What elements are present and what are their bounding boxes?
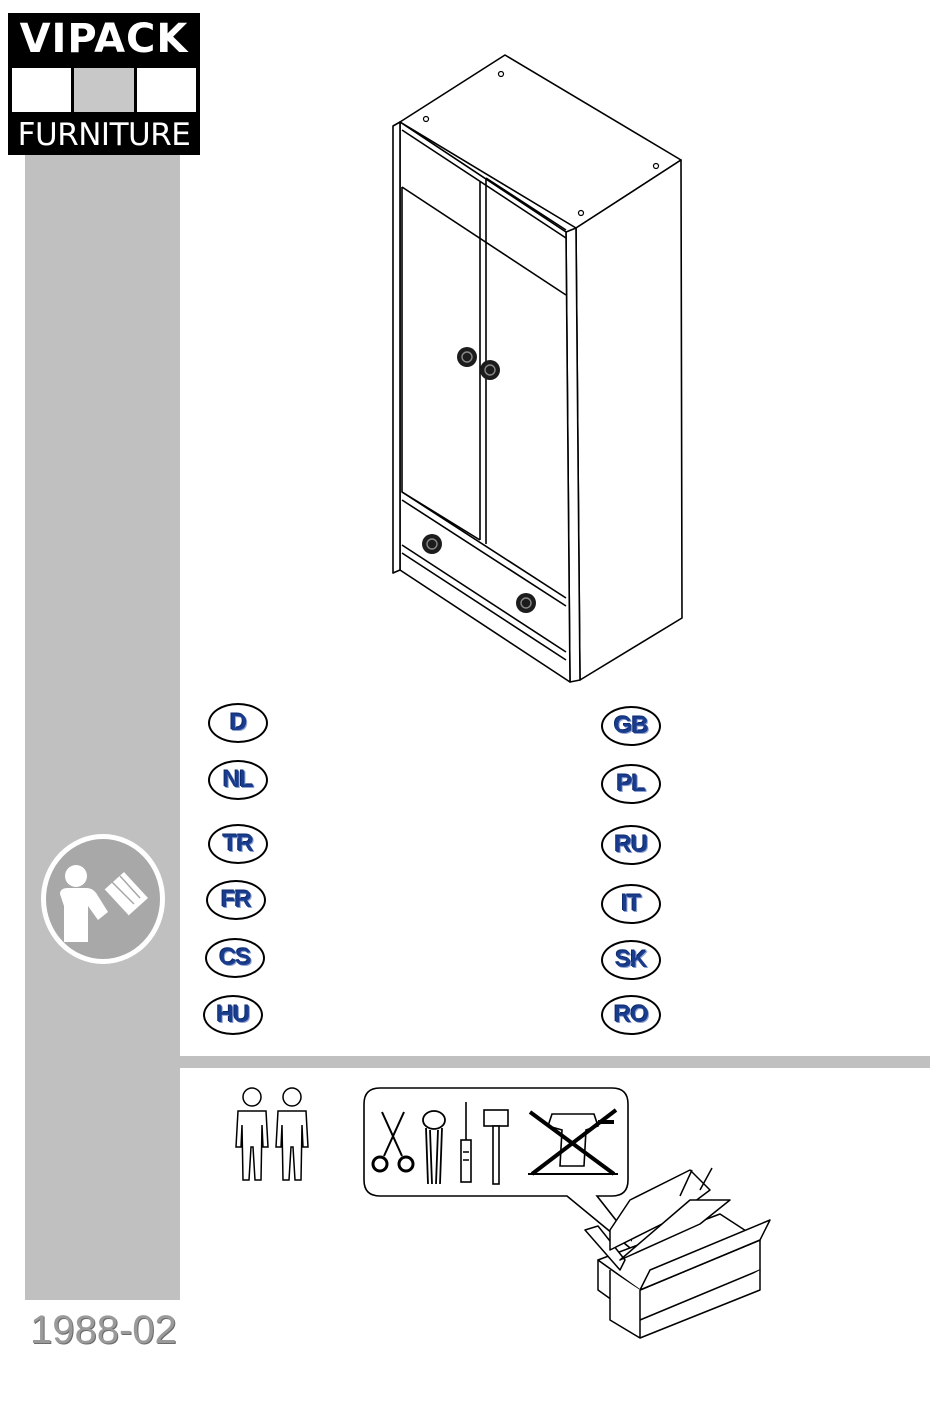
language-badge-fr: FR: [206, 880, 266, 920]
vipack-logo: VIPACK FURNITURE: [8, 13, 200, 155]
language-badge-ro: RO: [601, 995, 661, 1035]
language-badge-hu: HU: [203, 995, 263, 1035]
language-badge-ru: RU: [601, 825, 661, 865]
language-badge-nl: NL: [208, 760, 268, 800]
logo-brand-name: VIPACK: [20, 19, 189, 59]
logo-subtitle: FURNITURE: [18, 120, 191, 151]
toolbox-icon: [580, 1160, 780, 1350]
language-badge-tr: TR: [208, 824, 268, 864]
language-badge-gb: GB: [601, 706, 661, 746]
wardrobe-drawing: [380, 50, 700, 690]
language-badge-de: D: [208, 703, 268, 743]
section-divider: [25, 1056, 930, 1068]
document-code: 1988-02: [30, 1308, 177, 1353]
language-badge-it: IT: [601, 884, 661, 924]
two-persons-icon: [230, 1085, 320, 1185]
read-instructions-icon: [38, 832, 168, 966]
language-badge-sk: SK: [601, 940, 661, 980]
language-badge-cs: CS: [205, 938, 265, 978]
language-badge-pl: PL: [601, 764, 661, 804]
sidebar-band-bottom: [25, 1068, 180, 1300]
